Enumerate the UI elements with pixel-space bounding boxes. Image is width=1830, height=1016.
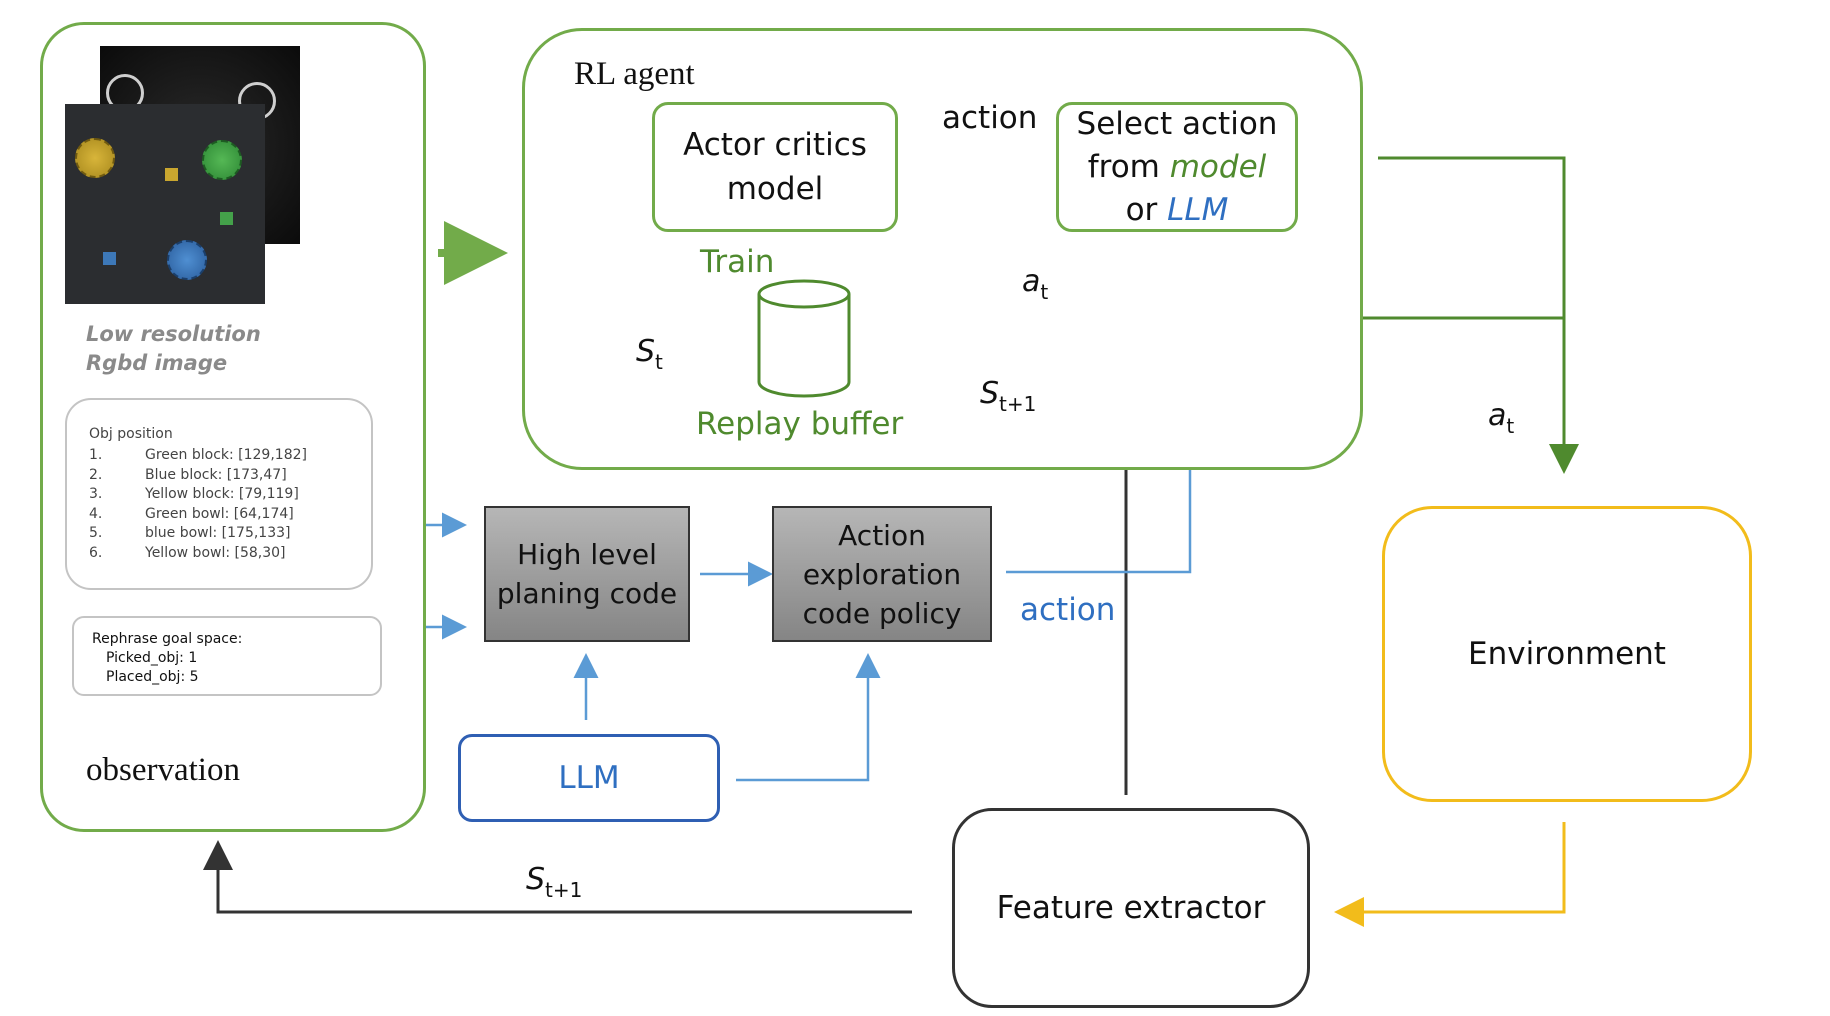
green-bowl <box>202 140 242 180</box>
replay-buffer-cylinder <box>757 279 851 398</box>
obj-position-box: Obj position 1.Green block: [129,182] 2.… <box>65 398 373 590</box>
yellow-bowl <box>75 138 115 178</box>
high-level-planning-box: High level planing code <box>484 506 690 642</box>
s-t1-label-agent: St+1 <box>980 376 1037 416</box>
s-t-label: St <box>636 334 663 374</box>
observation-title: observation <box>86 752 240 788</box>
select-to-environment-arrow <box>1378 156 1579 474</box>
list-item: 3.Yellow block: [79,119] <box>89 486 299 502</box>
environment-label: Environment <box>1468 636 1666 672</box>
llm-box: LLM <box>458 734 720 822</box>
goal-line2: Placed_obj: 5 <box>106 669 199 685</box>
a-t-label-top: at <box>1022 264 1049 304</box>
action-expl-line1: Action <box>838 518 926 552</box>
select-line3: or LLM <box>1125 191 1229 228</box>
list-item: 5.blue bowl: [175,133] <box>89 525 291 541</box>
feature-extractor-box: Feature extractor <box>952 808 1310 1008</box>
goal-text: Rephrase goal space: Picked_obj: 1 Place… <box>92 630 242 687</box>
actor-critics-box: Actor critics model <box>652 102 898 232</box>
s-t1-label-bottom: St+1 <box>526 862 583 902</box>
action-expl-line2: exploration <box>802 557 962 591</box>
action-label-top: action <box>942 100 1038 136</box>
feature-to-observation-arrow <box>203 840 912 914</box>
list-item: 2.Blue block: [173,47] <box>89 466 287 483</box>
goal-line1: Picked_obj: 1 <box>106 650 198 666</box>
high-level-line1: High level <box>517 538 657 571</box>
train-label: Train <box>700 244 775 280</box>
llm-label: LLM <box>558 760 620 796</box>
rl-agent-title: RL agent <box>574 56 695 92</box>
a-t-label-right: at <box>1488 398 1515 438</box>
list-item: 4.Green bowl: [64,174] <box>89 505 294 522</box>
select-llm-word: LLM <box>1167 191 1229 228</box>
actor-line1: Actor critics <box>683 127 867 163</box>
blue-block <box>103 252 116 265</box>
image-caption-line1: Low resolution <box>86 322 261 346</box>
action-expl-line3: code policy <box>802 596 962 630</box>
list-item: 6.Yellow bowl: [58,30] <box>89 544 286 561</box>
select-action-box: Select action from model or LLM <box>1056 102 1298 232</box>
rl-agent-panel <box>522 28 1363 470</box>
select-line2: from model <box>1087 148 1267 185</box>
rgb-image <box>65 104 265 304</box>
actor-line2: model <box>726 171 824 207</box>
llm-to-policy-arrow <box>736 653 881 782</box>
environment-box: Environment <box>1382 506 1752 802</box>
list-item: 1.Green block: [129,182] <box>89 447 307 463</box>
action-label-blue: action <box>1020 592 1116 628</box>
feature-extractor-label: Feature extractor <box>996 890 1266 926</box>
blue-bowl <box>167 240 207 280</box>
image-caption-line2: Rgbd image <box>86 351 228 375</box>
environment-to-feature-arrow <box>1334 822 1566 927</box>
obj-list: 1.Green block: [129,182] 2.Blue block: [… <box>89 446 307 563</box>
action-exploration-box: Action exploration code policy <box>772 506 992 642</box>
image-caption: Low resolution Rgbd image <box>86 320 261 378</box>
green-block <box>220 212 233 225</box>
select-model-word: model <box>1169 148 1267 185</box>
replay-buffer-label: Replay buffer <box>696 406 904 442</box>
select-line1: Select action <box>1076 105 1278 142</box>
yellow-block <box>165 168 178 181</box>
goal-box: Rephrase goal space: Picked_obj: 1 Place… <box>72 616 382 696</box>
high-level-line2: planing code <box>496 577 678 610</box>
obj-position-title: Obj position <box>89 426 173 442</box>
goal-title: Rephrase goal space: <box>92 631 243 647</box>
